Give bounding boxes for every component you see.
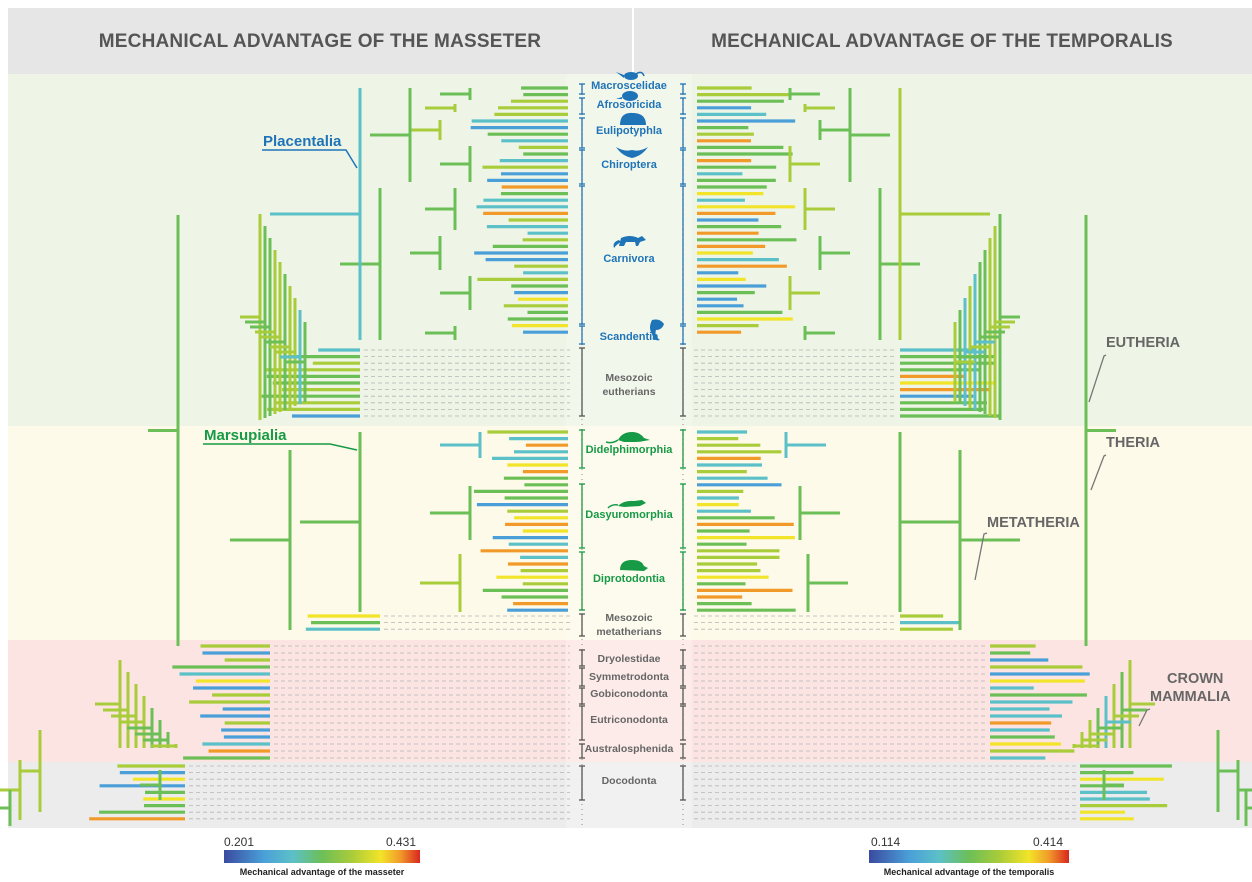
metatheria-label: METATHERIA xyxy=(987,515,1080,531)
fox-icon xyxy=(613,236,646,248)
header-left-bg xyxy=(8,8,632,74)
clade-symmetrodonta: Symmetrodonta xyxy=(589,671,669,683)
header-right-bg xyxy=(634,8,1252,74)
masseter-cb-max: 0.431 xyxy=(386,835,416,849)
masseter-cb-min: 0.201 xyxy=(224,835,254,849)
placentalia-pointer xyxy=(262,149,358,169)
fossil-dash-lines xyxy=(189,349,1076,820)
wombat-icon xyxy=(620,560,648,571)
clade-chiroptera: Chiroptera xyxy=(601,159,658,171)
temporalis-cb-max: 0.414 xyxy=(1033,835,1063,849)
clade-afrosoricida: Afrosoricida xyxy=(597,99,663,111)
crown-mammalia-label-1: CROWN xyxy=(1167,671,1223,687)
temporalis-cb-gradient xyxy=(869,850,1069,863)
clade-eutriconodonta: Eutriconodonta xyxy=(590,714,668,726)
clade-dasyuromorphia: Dasyuromorphia xyxy=(585,509,673,521)
clade-brackets xyxy=(579,83,686,826)
dasyurid-icon xyxy=(607,500,646,509)
crown-mammalia-label-2: MAMMALIA xyxy=(1150,689,1231,705)
mesozoic-metatherians-2: metatherians xyxy=(596,626,662,638)
placentalia-label: Placentalia xyxy=(263,133,342,150)
mesozoic-metatherians-1: Mesozoic xyxy=(605,612,652,624)
band-marsupialia xyxy=(8,426,1252,640)
opossum-icon xyxy=(605,432,650,444)
clade-didelphimorphia: Didelphimorphia xyxy=(586,444,674,456)
eutheria-pointer xyxy=(1088,354,1107,403)
clade-gobiconodonta: Gobiconodonta xyxy=(590,688,668,700)
temporalis-cb-title: Mechanical advantage of the temporalis xyxy=(884,867,1055,877)
clade-macroscelidae: Macroscelidae xyxy=(591,80,667,92)
metatheria-pointer xyxy=(974,532,988,581)
header-right-title: MECHANICAL ADVANTAGE OF THE TEMPORALIS xyxy=(711,31,1173,52)
marsupialia-label: Marsupialia xyxy=(204,427,287,444)
clade-scandentia: Scandentia xyxy=(600,331,660,343)
masseter-cb-gradient xyxy=(224,850,420,863)
band-placentalia xyxy=(8,74,1252,426)
masseter-tree xyxy=(0,86,568,826)
clade-dryolestidae: Dryolestidae xyxy=(597,653,660,665)
mesozoic-eutherians-1: Mesozoic xyxy=(605,372,652,384)
center-column xyxy=(566,74,692,828)
clade-docodonta: Docodonta xyxy=(602,775,657,787)
band-docodonta xyxy=(8,762,1252,828)
eutheria-label: EUTHERIA xyxy=(1106,335,1181,351)
tenrec-icon xyxy=(616,91,638,101)
theria-pointer xyxy=(1090,454,1107,491)
marsupialia-pointer xyxy=(203,443,358,451)
clade-eulipotyphla: Eulipotyphla xyxy=(596,125,663,137)
clade-carnivora: Carnivora xyxy=(603,253,655,265)
temporalis-cb-min: 0.114 xyxy=(871,835,900,849)
temporalis-tree xyxy=(697,86,1252,826)
mesozoic-eutherians-2: eutherians xyxy=(602,386,655,398)
clade-labels: Macroscelidae Afrosoricida Eulipotyphla … xyxy=(585,80,674,787)
masseter-colorbar: 0.201 0.431 Mechanical advantage of the … xyxy=(224,835,420,877)
temporalis-colorbar: 0.114 0.414 Mechanical advantage of the … xyxy=(869,835,1069,877)
clade-australosphenida: Australosphenida xyxy=(585,743,674,755)
bat-icon xyxy=(616,147,648,158)
theria-label: THERIA xyxy=(1106,435,1161,451)
clade-diprotodontia: Diprotodontia xyxy=(593,573,666,585)
treeshrew-icon xyxy=(650,319,664,341)
masseter-cb-title: Mechanical advantage of the masseter xyxy=(240,867,405,877)
crown-mammalia-pointer xyxy=(1138,708,1151,727)
elephant-shrew-icon xyxy=(616,71,645,80)
header-left-title: MECHANICAL ADVANTAGE OF THE MASSETER xyxy=(99,31,542,52)
hedgehog-icon xyxy=(620,112,646,125)
